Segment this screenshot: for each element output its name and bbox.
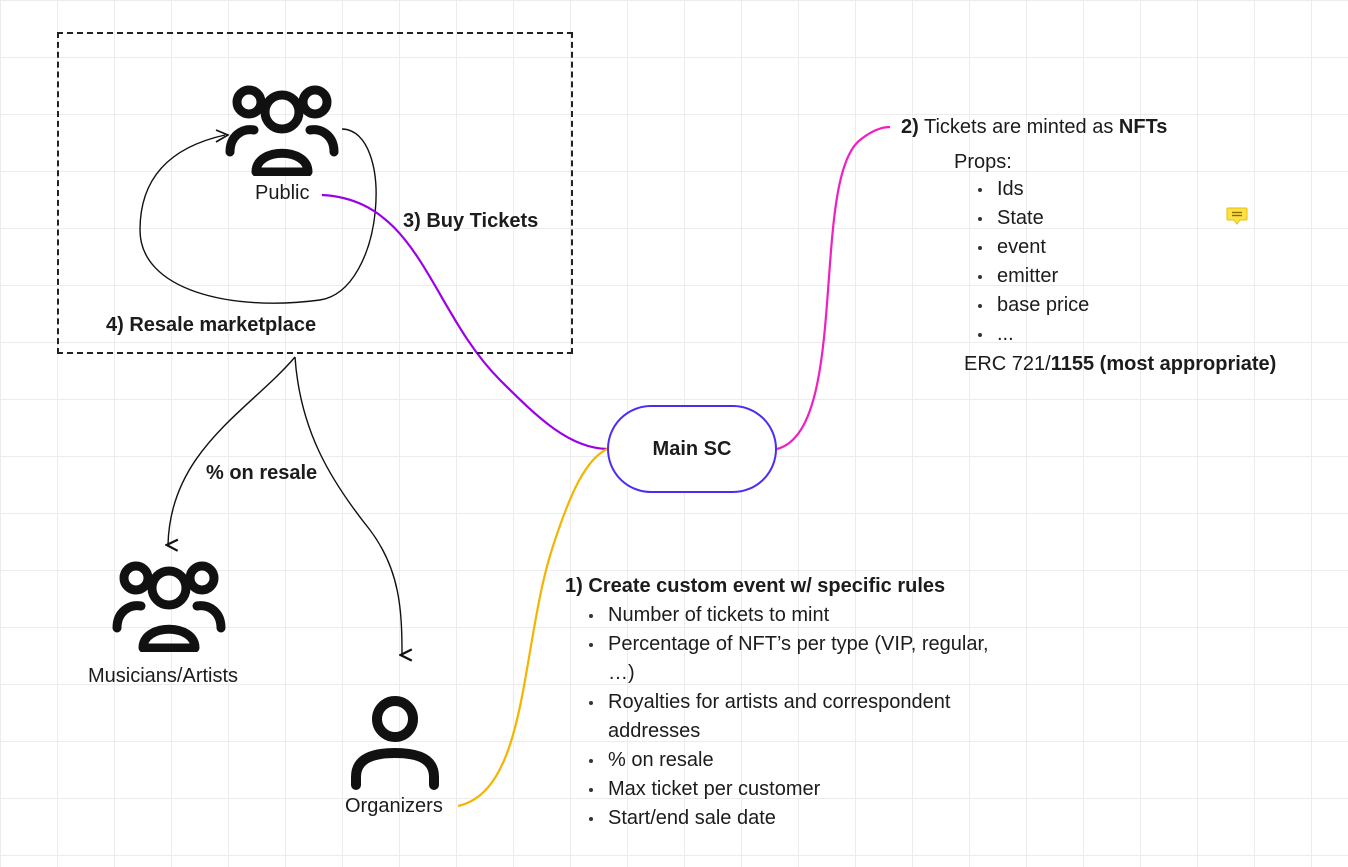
pct-on-resale-label: % on resale xyxy=(206,462,318,484)
group-users-icon[interactable] xyxy=(224,82,340,176)
step2-text: Tickets are minted as xyxy=(924,116,1114,138)
resale-marketplace-frame[interactable] xyxy=(57,32,573,354)
rules-list-item: Max ticket per customer xyxy=(586,775,1006,804)
rules-list-item: Percentage of NFT’s per type (VIP, regul… xyxy=(586,630,1006,688)
rules-list: Number of tickets to mint Percentage of … xyxy=(586,601,1006,833)
rules-list-item: % on resale xyxy=(586,746,1006,775)
step1-title: 1) Create custom event w/ specific rules xyxy=(565,575,946,597)
erc-prefix: ERC 721/ xyxy=(964,353,1051,375)
props-list-item: State xyxy=(975,204,1089,233)
rules-list-item: Royalties for artists and correspondent … xyxy=(586,688,1006,746)
resale-loop-arrowhead xyxy=(215,129,230,143)
resale-to-musicians-connector[interactable] xyxy=(168,356,296,545)
nft-minting-connector[interactable] xyxy=(776,125,891,451)
resale-loop-connector[interactable] xyxy=(139,128,377,304)
step2-emphasis: NFTs xyxy=(1118,116,1168,138)
comment-icon[interactable] xyxy=(1226,207,1248,225)
erc-standard: ERC 721/1155 (most appropriate) xyxy=(964,353,1276,376)
musicians-label: Musicians/Artists xyxy=(88,665,239,687)
props-list-item: event xyxy=(975,233,1089,262)
props-list-item: ... xyxy=(975,320,1089,349)
props-title: Props: xyxy=(954,151,1012,173)
buy-tickets-label: 3) Buy Tickets xyxy=(403,210,539,232)
public-label: Public xyxy=(255,182,310,204)
rules-list-item: Start/end sale date xyxy=(586,804,1006,833)
main-sc-label: Main SC xyxy=(652,437,732,460)
props-list-item: emitter xyxy=(975,262,1089,291)
step2-number: 2) xyxy=(901,116,919,138)
main-sc-node[interactable]: Main SC xyxy=(607,405,777,493)
erc-bold: 1155 (most appropriate) xyxy=(1050,353,1277,375)
props-list-item: base price xyxy=(975,291,1089,320)
resale-to-organizers-connector[interactable] xyxy=(294,356,402,655)
step2-heading: 2) Tickets are minted as NFTs xyxy=(901,116,1167,139)
resale-marketplace-label: 4) Resale marketplace xyxy=(106,314,317,336)
props-list: Ids State event emitter base price ... xyxy=(975,175,1089,349)
musicians-group-icon[interactable] xyxy=(111,558,227,652)
rules-list-item: Number of tickets to mint xyxy=(586,601,1006,630)
create-event-connector[interactable] xyxy=(457,448,608,808)
buy-tickets-connector[interactable] xyxy=(321,193,608,451)
organizers-label: Organizers xyxy=(345,795,443,817)
props-list-item: Ids xyxy=(975,175,1089,204)
user-icon[interactable] xyxy=(350,695,440,791)
